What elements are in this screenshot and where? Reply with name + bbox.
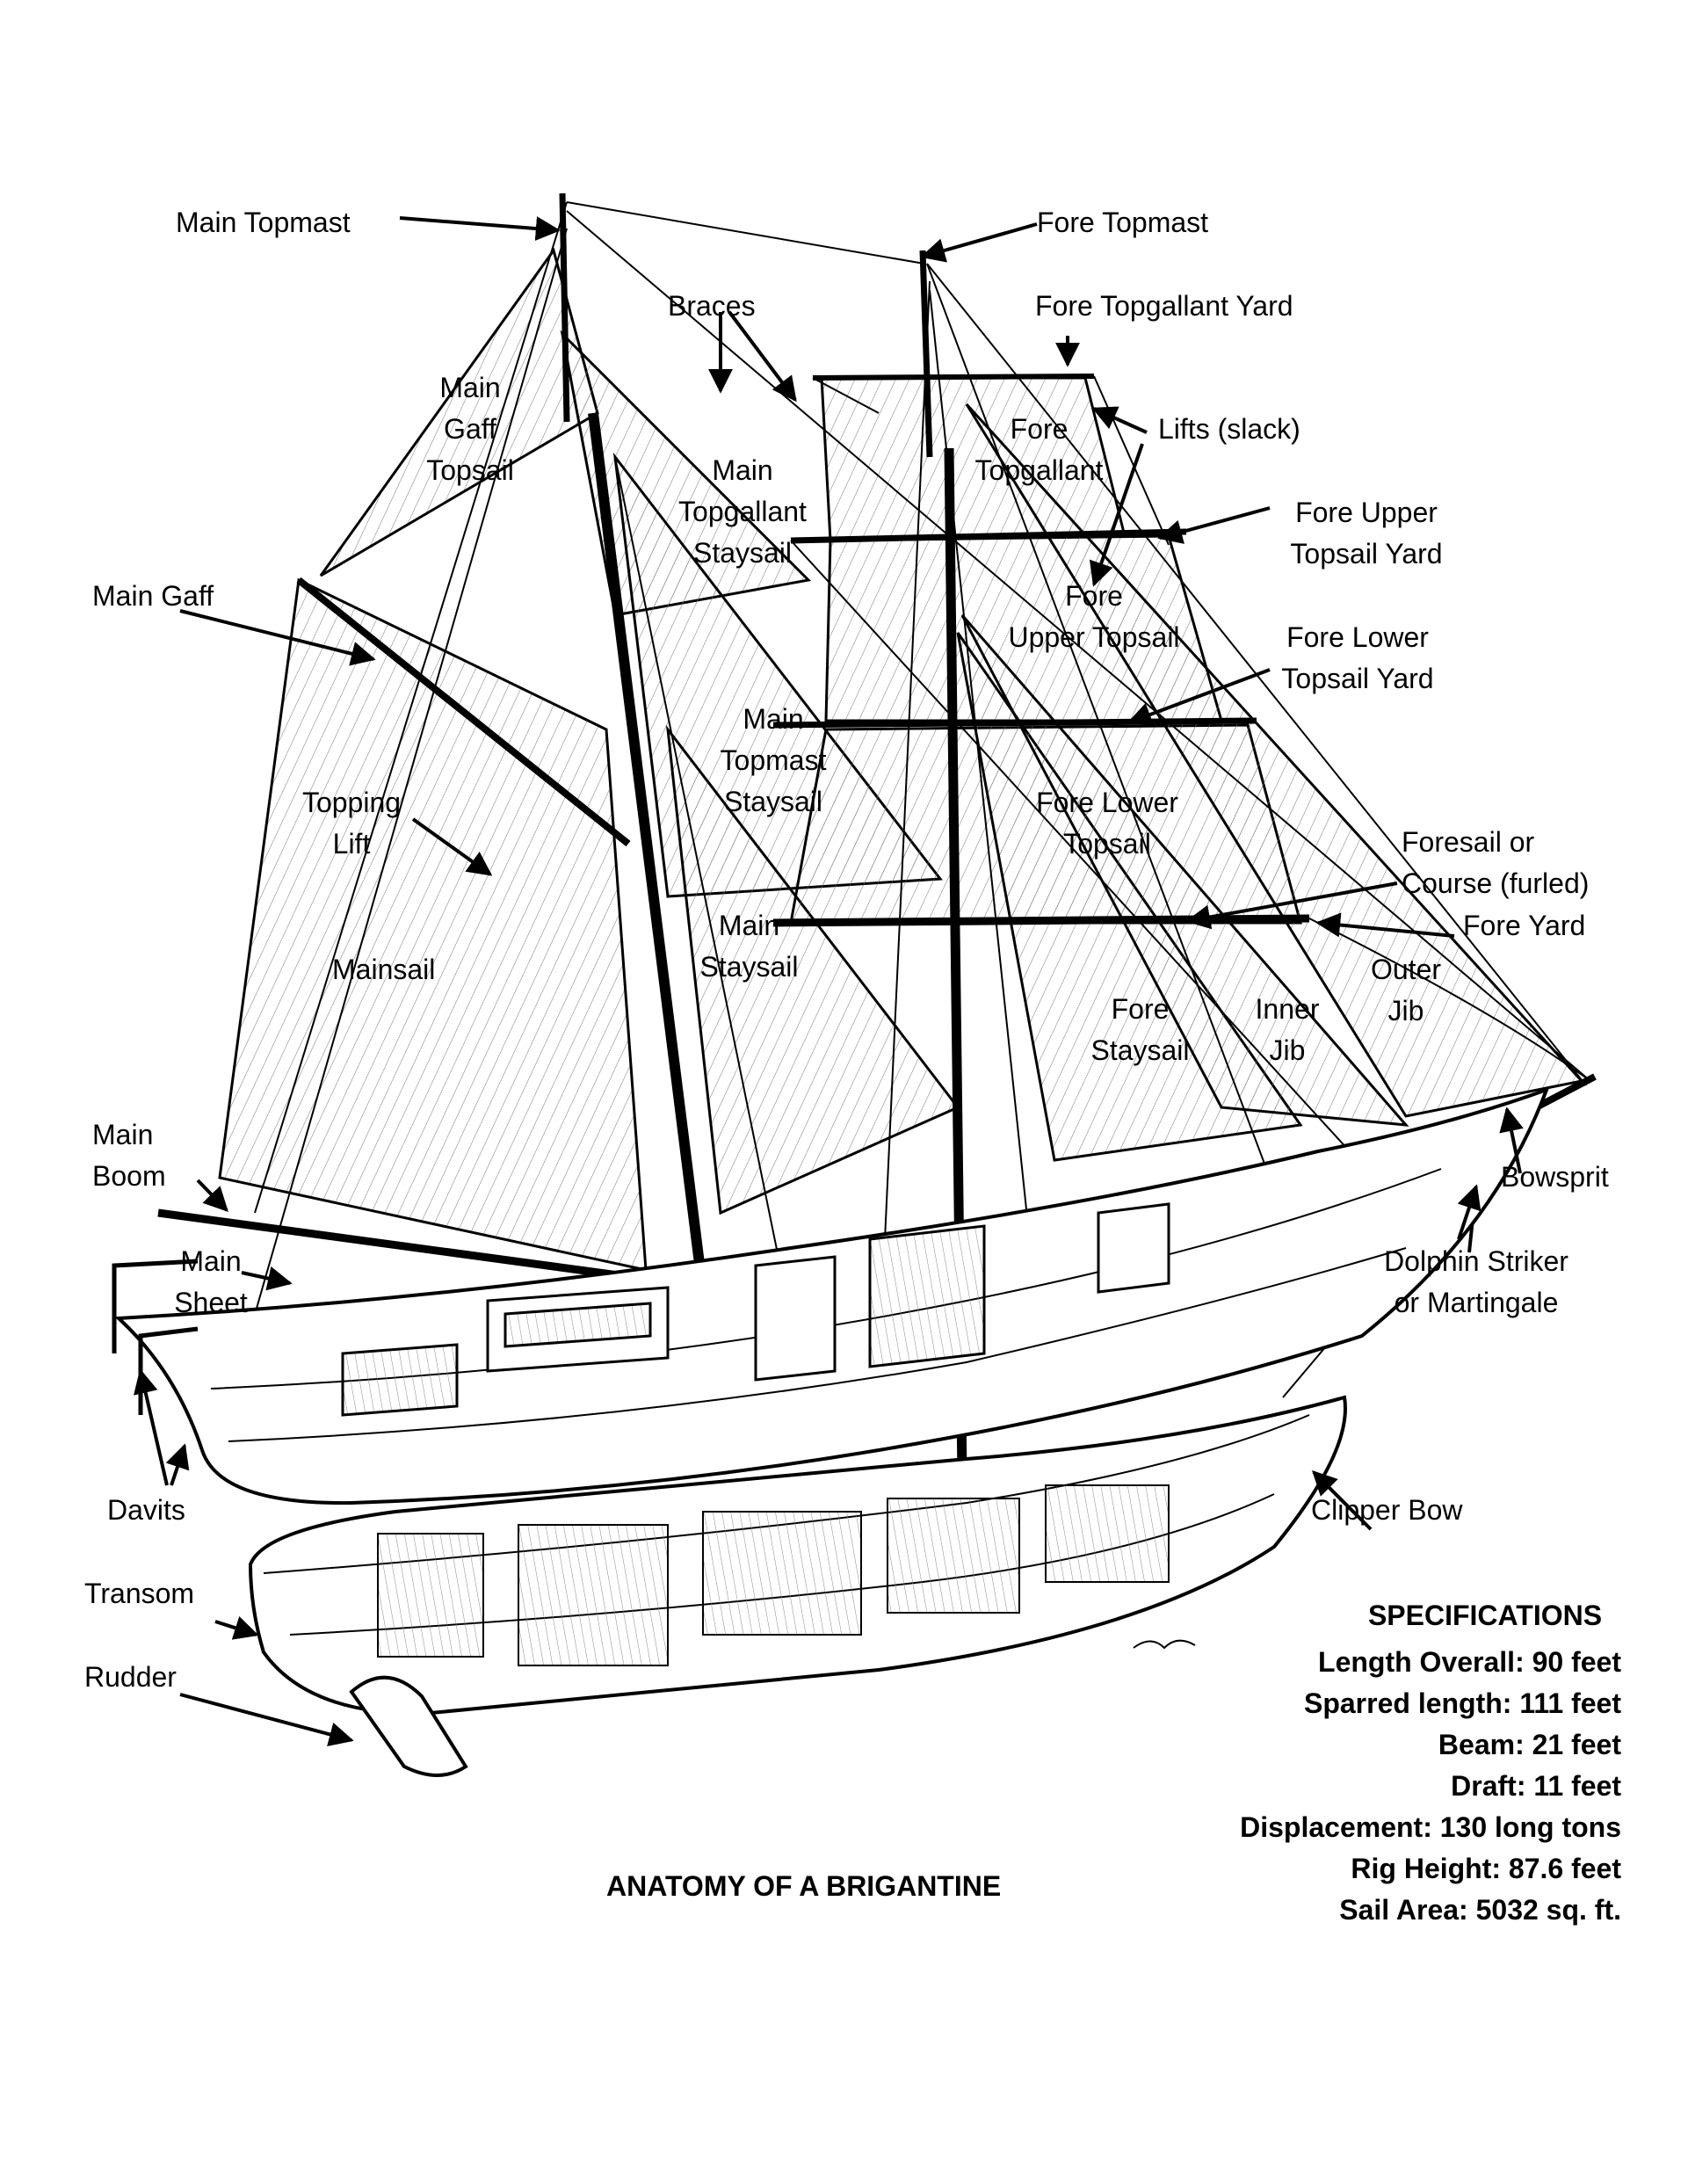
spec-item: Beam: 21 feet: [1438, 1729, 1621, 1760]
label-inner-jib: Inner Jib: [1255, 993, 1320, 1066]
label-outer-jib: Outer Jib: [1370, 954, 1442, 1027]
label-main-staysail: Main Staysail: [699, 910, 799, 983]
label-fore-topgallant: Fore Topgallant: [974, 413, 1104, 486]
label-fore-lower-topsail-yard: Fore Lower Topsail Yard: [1281, 621, 1434, 694]
label-davits: Davits: [107, 1494, 185, 1526]
label-fore-yard: Fore Yard: [1463, 910, 1586, 941]
label-mainsail: Mainsail: [332, 954, 436, 985]
label-dolphin-striker: Dolphin Striker or Martingale: [1384, 1245, 1568, 1318]
hull-cutaway: [248, 1395, 1347, 1777]
label-foresail: Foresail or Course (furled): [1402, 826, 1590, 899]
spec-item: Draft: 11 feet: [1451, 1770, 1621, 1802]
outer-jib-shape: [965, 403, 1584, 1118]
label-bowsprit: Bowsprit: [1501, 1161, 1609, 1193]
diagram-caption: ANATOMY OF A BRIGANTINE: [606, 1870, 1002, 1902]
label-lifts-slack: Lifts (slack): [1158, 413, 1300, 445]
label-fore-topmast: Fore Topmast: [1037, 207, 1209, 238]
label-main-topmast-staysail: Main Topmast Staysail: [720, 703, 827, 817]
label-main-boom: Main Boom: [92, 1119, 166, 1192]
deckhouses: [341, 1202, 1170, 1417]
spec-item: Sail Area: 5032 sq. ft.: [1339, 1894, 1621, 1926]
inner-jib-shape: [960, 614, 1409, 1127]
label-braces: Braces: [668, 290, 756, 322]
label-main-gaff: Main Gaff: [92, 580, 214, 612]
label-fore-staysail: Fore Staysail: [1090, 993, 1190, 1066]
label-main-topgallant-staysail: Main Topgallant Staysail: [678, 454, 807, 569]
label-clipper-bow: Clipper Bow: [1311, 1494, 1463, 1526]
leader-arrows: [134, 216, 1524, 1747]
label-topping-lift: Topping Lift: [301, 787, 402, 860]
label-main-topmast: Main Topmast: [176, 207, 351, 238]
specifications-title: SPECIFICATIONS: [1367, 1600, 1603, 1631]
sails: [218, 247, 1584, 1272]
spec-item: Length Overall: 90 feet: [1318, 1646, 1621, 1678]
label-transom: Transom: [84, 1578, 195, 1609]
label-fore-upper-topsail: Fore Upper Topsail: [1008, 580, 1180, 653]
label-fore-lower-topsail: Fore Lower Topsail: [1036, 787, 1178, 860]
label-rudder: Rudder: [84, 1661, 177, 1693]
label-main-gaff-topsail: Main Gaff Topsail: [426, 372, 514, 486]
label-fore-topgallant-yard: Fore Topgallant Yard: [1035, 290, 1293, 322]
spec-item: Displacement: 130 long tons: [1240, 1811, 1621, 1843]
label-main-sheet: Main Sheet: [174, 1245, 248, 1318]
spec-item: Sparred length: 111 feet: [1303, 1687, 1621, 1719]
label-fore-upper-topsail-yard: Fore Upper Topsail Yard: [1290, 497, 1443, 570]
main-gaff-topsail-shape: [319, 247, 599, 577]
specifications-list: Length Overall: 90 feet Sparred length: …: [1240, 1642, 1621, 1931]
spars: [157, 192, 1597, 1477]
spec-item: Rig Height: 87.6 feet: [1351, 1853, 1621, 1884]
